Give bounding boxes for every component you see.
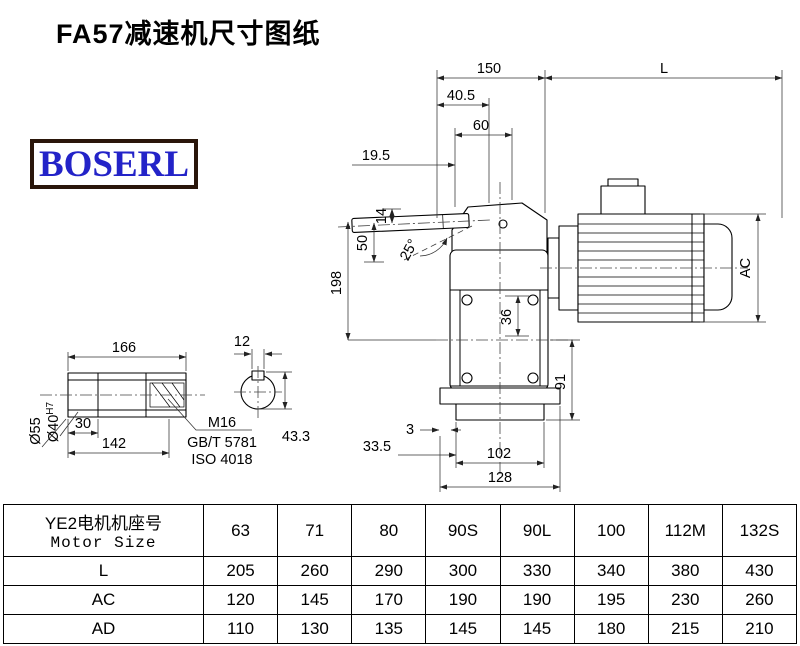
dim-198-label: 198: [329, 271, 345, 295]
value-cell: 205: [202, 556, 279, 586]
size-cell: 100: [573, 504, 649, 557]
dimension-labels: 150 L 40.5 60 19.5 50 14 25° 198 AC 36 9…: [28, 61, 754, 486]
motor-size-cn: YE2电机机座号: [44, 514, 163, 533]
dim-L-label: L: [660, 61, 668, 77]
value-cell: 230: [647, 585, 723, 615]
value-cell: 145: [499, 614, 575, 644]
dim-33-5-label: 33.5: [363, 439, 391, 455]
flange-bolt: [461, 294, 473, 306]
thread-iso-label: ISO 4018: [191, 452, 252, 468]
dimension-lines: [67, 75, 783, 490]
value-cell: 380: [647, 556, 723, 586]
value-cell: 120: [202, 585, 279, 615]
dim-128-label: 128: [488, 470, 512, 486]
size-cell: 63: [202, 504, 279, 557]
dim-91-label: 91: [553, 374, 569, 390]
value-cell: 170: [351, 585, 427, 615]
value-cell: 340: [573, 556, 649, 586]
value-cell: 260: [721, 585, 798, 615]
terminal-box-lid: [607, 178, 639, 187]
dim-50-label: 50: [355, 235, 371, 251]
m16-leader: [167, 398, 252, 431]
value-cell: 110: [202, 614, 279, 644]
value-cell: 290: [351, 556, 427, 586]
dim-25deg-label: 25°: [397, 237, 421, 264]
value-cell: 190: [425, 585, 501, 615]
angle-arc: [419, 237, 448, 257]
value-cell: 210: [721, 614, 798, 644]
page-title: FA57减速机尺寸图纸: [56, 19, 321, 49]
thread-m16-label: M16: [208, 415, 236, 431]
dim-150-label: 150: [477, 61, 501, 77]
table-row-AD: AD 110 130 135 145 145 180 215 210: [3, 614, 798, 644]
motor-size-header-cell: YE2电机机座号 Motor Size: [3, 504, 204, 557]
flange-bolt: [527, 294, 539, 306]
dim-142-label: 142: [102, 436, 126, 452]
dim-AC-label: AC: [738, 258, 754, 278]
dim-166-label: 166: [112, 340, 136, 356]
table-header-row: YE2电机机座号 Motor Size 63 71 80 90S 90L 100…: [3, 504, 798, 557]
value-cell: 130: [277, 614, 353, 644]
motor-size-en: Motor Size: [50, 534, 157, 552]
value-cell: 135: [351, 614, 427, 644]
boserl-logo-text: BOSERL: [38, 143, 190, 185]
size-cell: 71: [277, 504, 353, 557]
size-cell: 80: [351, 504, 427, 557]
row-label: AC: [3, 585, 204, 615]
dim-102-label: 102: [487, 446, 511, 462]
table-row-L: L 205 260 290 300 330 340 380 430: [3, 556, 798, 586]
dim-40-5-label: 40.5: [447, 88, 475, 104]
cap-plug: [498, 219, 508, 229]
flange-bolt: [527, 372, 539, 384]
value-cell: 195: [573, 585, 649, 615]
dim-3-label: 3: [406, 422, 414, 438]
value-cell: 430: [721, 556, 798, 586]
value-cell: 190: [499, 585, 575, 615]
dim-dia55-label: Ø55: [28, 417, 44, 444]
thread-gbt-label: GB/T 5781: [187, 435, 257, 451]
dim-30-label: 30: [75, 416, 91, 432]
dimension-table: YE2电机机座号 Motor Size 63 71 80 90S 90L 100…: [3, 504, 798, 644]
value-cell: 300: [425, 556, 501, 586]
dim-14-label: 14: [374, 208, 390, 224]
value-cell: 260: [277, 556, 353, 586]
boserl-logo: BOSERL: [30, 139, 198, 189]
size-cell: 90L: [499, 504, 575, 557]
size-cell: 90S: [425, 504, 501, 557]
dim-19-5-label: 19.5: [362, 148, 390, 164]
dim-36-label: 36: [499, 309, 515, 325]
terminal-box: [600, 185, 646, 215]
motor-cooling-fins: [578, 223, 704, 314]
value-cell: 330: [499, 556, 575, 586]
table-row-AC: AC 120 145 170 190 190 195 230 260: [3, 585, 798, 615]
flange-bolt: [461, 372, 473, 384]
size-cell: 112M: [647, 504, 723, 557]
main-view-parts: [351, 178, 733, 421]
dim-dia40-label: Ø40H7: [45, 401, 62, 442]
value-cell: 145: [425, 614, 501, 644]
dim-12-label: 12: [234, 334, 250, 350]
fan-cover: [703, 223, 733, 311]
value-cell: 145: [277, 585, 353, 615]
size-cell: 132S: [721, 504, 798, 557]
technical-drawing: 150 L 40.5 60 19.5 50 14 25° 198 AC 36 9…: [28, 61, 783, 492]
input-shaft: [351, 212, 470, 233]
centerlines: [40, 182, 748, 478]
dim-43-3-label: 43.3: [282, 429, 310, 445]
dia40-tolerance: H7: [45, 401, 56, 414]
row-label: L: [3, 556, 204, 586]
value-cell: 215: [647, 614, 723, 644]
row-label: AD: [3, 614, 204, 644]
dim-60-label: 60: [473, 118, 489, 134]
value-cell: 180: [573, 614, 649, 644]
